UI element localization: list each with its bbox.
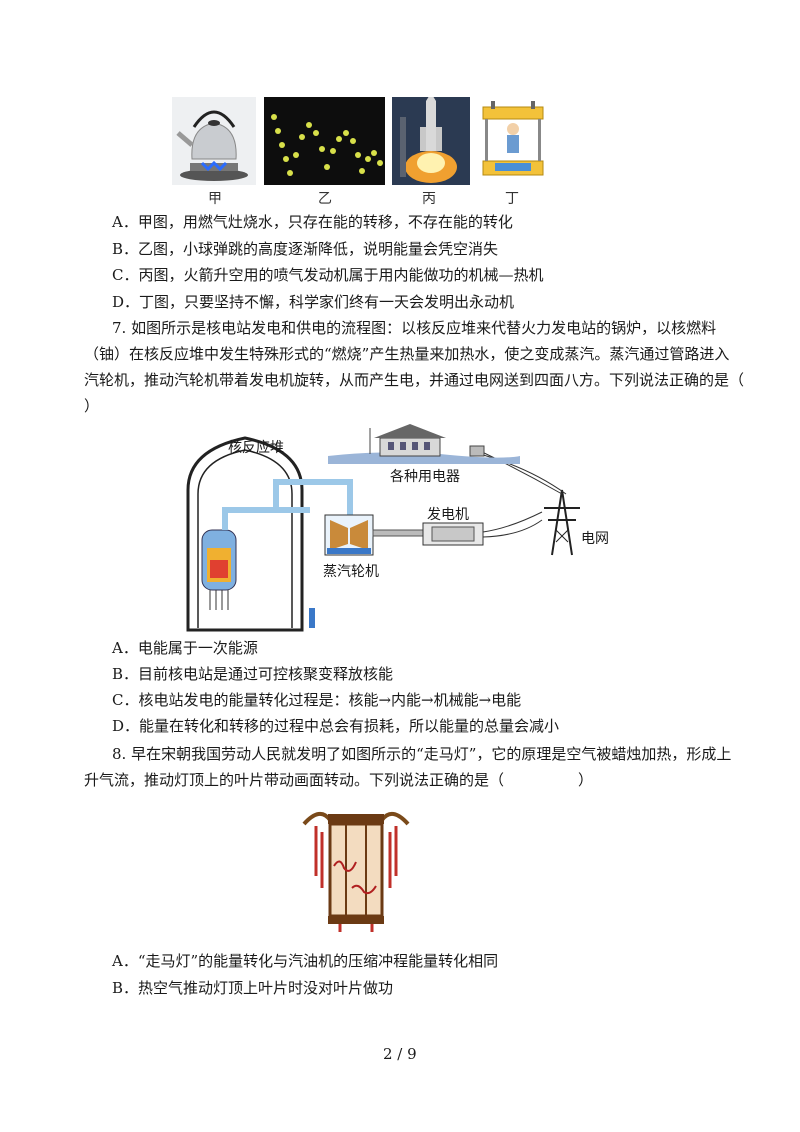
q7-option-c: C．核电站发电的能量转化过程是：核能→内能→机械能→电能 — [112, 691, 522, 709]
q7-stem-line-4: ） — [84, 397, 100, 415]
q8-stem-line-1: 8. 早在宋朝我国劳动人民就发明了如图所示的“走马灯”，它的原理是空气被蜡烛加热… — [112, 745, 732, 763]
page-number: 2 / 9 — [383, 1045, 417, 1063]
bouncing-ball-photo — [264, 97, 385, 185]
q8-stem-line-2: 升气流，推动灯顶上的叶片带动画面转动。下列说法正确的是（ — [84, 771, 505, 789]
q7-stem-line-3: 汽轮机，推动汽轮机带着发电机旋转，从而产生电，并通过电网送到四面八方。下列说法正… — [84, 371, 745, 389]
nuclear-plant-diagram — [180, 420, 620, 635]
q6-option-b: B．乙图，小球弹跳的高度逐渐降低，说明能量会凭空消失 — [112, 240, 499, 258]
label-generator: 发电机 — [427, 507, 469, 523]
label-appliances: 各种用电器 — [390, 469, 460, 485]
q7-option-b: B．目前核电站是通过可控核聚变释放核能 — [112, 665, 394, 683]
q8-option-a: A．“走马灯”的能量转化与汽油机的压缩冲程能量转化相同 — [112, 952, 499, 970]
kettle-photo — [172, 97, 256, 185]
q7-stem-line-1: 7. 如图所示是核电站发电和供电的流程图：以核反应堆来代替火力发电站的锅炉，以核… — [112, 319, 717, 337]
q7-stem-line-2: （铀）在核反应堆中发生特殊形式的“燃烧”产生热量来加热水，使之变成蒸汽。蒸汽通过… — [84, 345, 730, 363]
rocket-launch-photo — [392, 97, 470, 185]
perpetual-motion-photo — [481, 97, 545, 185]
q7-option-a: A．电能属于一次能源 — [112, 639, 258, 657]
label-reactor: 核反应堆 — [228, 440, 284, 456]
figure-label-yi: 乙 — [318, 191, 332, 207]
q6-option-c: C．丙图，火箭升空用的喷气发动机属于用内能做功的机械—热机 — [112, 266, 544, 284]
figure-label-jia: 甲 — [208, 191, 222, 207]
q8-stem-line-3: ） — [578, 771, 594, 789]
q6-option-d: D．丁图，只要坚持不懈，科学家们终有一天会发明出永动机 — [112, 293, 515, 311]
q8-option-b: B．热空气推动灯顶上叶片时没对叶片做功 — [112, 979, 394, 997]
label-grid: 电网 — [581, 531, 609, 547]
label-turbine: 蒸汽轮机 — [323, 564, 379, 580]
q7-option-d: D．能量在转化和转移的过程中总会有损耗，所以能量的总量会减小 — [112, 717, 560, 735]
q6-option-a: A．甲图，用燃气灶烧水，只存在能的转移，不存在能的转化 — [112, 213, 513, 231]
revolving-lantern-image — [300, 796, 412, 934]
figure-label-bing: 丙 — [422, 191, 436, 207]
figure-label-ding: 丁 — [505, 191, 519, 207]
